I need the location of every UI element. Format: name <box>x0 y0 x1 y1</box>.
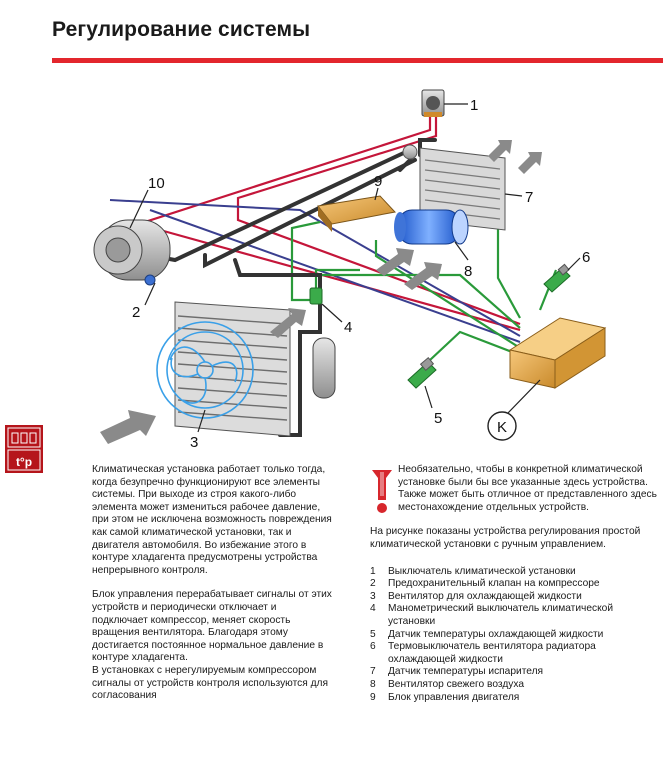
engine-control-unit <box>317 195 396 232</box>
fresh-air-blower <box>394 209 469 245</box>
condenser <box>174 301 291 437</box>
note-text: Необязательно, чтобы в конкретной климат… <box>398 464 657 513</box>
title-underline <box>52 58 663 63</box>
airflow-arrows-blower <box>376 248 442 290</box>
radiator-fan <box>156 321 254 419</box>
callout-2: 2 <box>132 304 140 321</box>
compressor <box>93 219 171 286</box>
k-symbol: K <box>487 379 541 441</box>
coolant-temp-sensor <box>407 357 437 389</box>
badge-graphic: t°p <box>7 427 41 471</box>
ac-control-module <box>508 317 607 389</box>
section-badge: t°p <box>5 425 43 473</box>
leader-lines <box>129 103 581 433</box>
callout-8: 8 <box>464 263 472 280</box>
intro-text: На рисунке показаны устройства регулиров… <box>370 526 641 550</box>
callout-10: 10 <box>148 175 165 192</box>
paragraph-2: Блок управления перерабатывает сигналы о… <box>92 589 332 664</box>
svg-text:K: K <box>497 419 507 436</box>
callout-6: 6 <box>582 249 590 266</box>
callout-4: 4 <box>344 319 352 336</box>
warning-icon <box>372 470 392 513</box>
callout-1: 1 <box>470 97 478 114</box>
pressure-switch <box>309 287 323 305</box>
airflow-arrows-left <box>100 308 306 444</box>
badge-label: t°p <box>16 455 32 469</box>
paragraph-1: Климатическая установка работает только … <box>92 464 332 576</box>
callout-5: 5 <box>434 410 442 427</box>
system-diagram: K 1 2 3 4 5 6 7 8 9 10 <box>93 89 607 451</box>
callout-9: 9 <box>374 173 382 190</box>
left-text-column: Климатическая установка работает только … <box>92 464 332 715</box>
callout-7: 7 <box>525 189 533 206</box>
fan-thermo-switch <box>543 263 571 293</box>
receiver-drier <box>312 337 336 399</box>
page-title: Регулирование системы <box>52 18 311 41</box>
right-text-column: Необязательно, чтобы в конкретной климат… <box>370 464 662 704</box>
ac-switch <box>421 89 445 117</box>
callout-3: 3 <box>190 434 198 451</box>
paragraph-3: В установках с нерегулируемым компрессор… <box>92 664 328 702</box>
airflow-arrows-top <box>488 140 542 174</box>
